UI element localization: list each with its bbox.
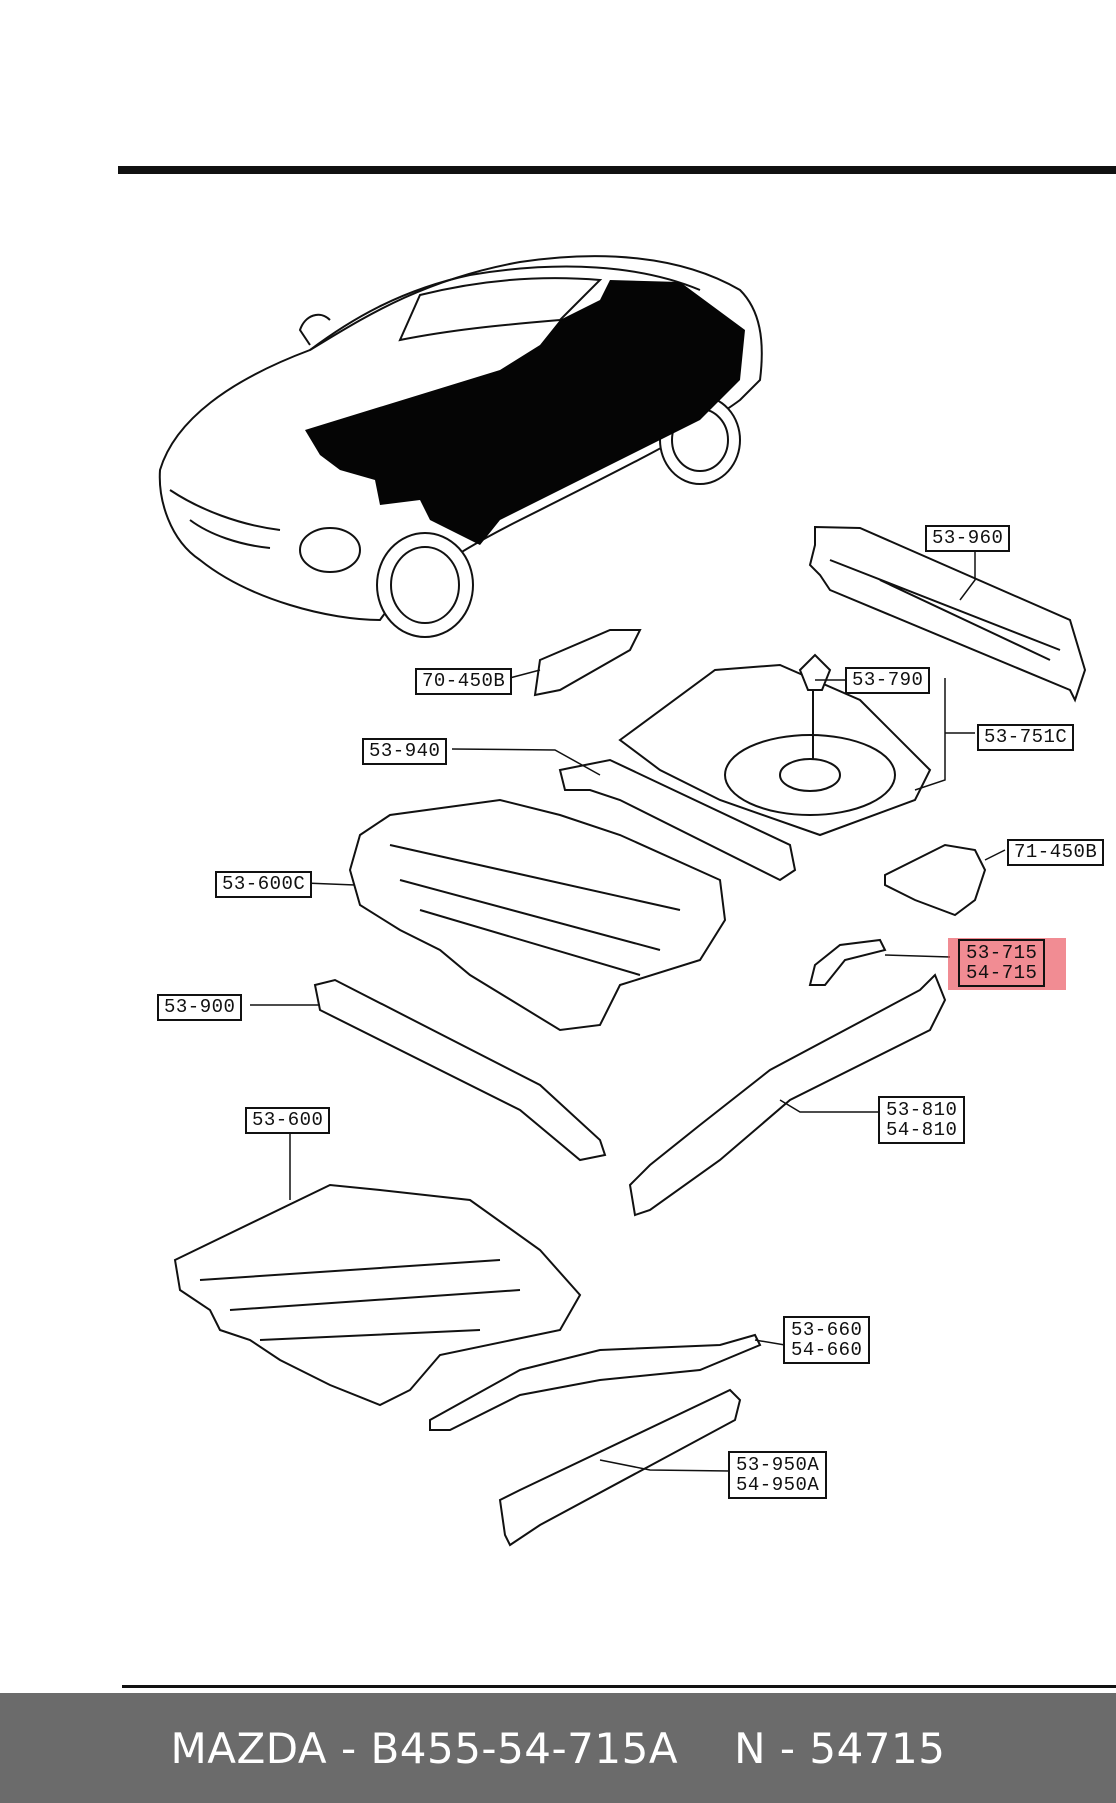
part-53-715 xyxy=(808,938,887,986)
label-53-790[interactable]: 53-790 xyxy=(845,667,931,694)
part-53-660 xyxy=(429,1333,762,1431)
part-53-960 xyxy=(808,525,1087,703)
label-54-950a: 54-950A xyxy=(736,1474,820,1496)
label-53-810-54-810[interactable]: 53-810 54-810 xyxy=(878,1096,966,1144)
label-53-715-54-715[interactable]: 53-715 54-715 xyxy=(958,939,1046,987)
bottom-rule xyxy=(122,1685,1116,1688)
part-53-900 xyxy=(313,978,607,1162)
label-53-751c[interactable]: 53-751C xyxy=(977,724,1075,751)
label-53-900[interactable]: 53-900 xyxy=(157,994,243,1021)
part-53-810 xyxy=(628,973,947,1217)
oem-number: N - 54715 xyxy=(734,1723,946,1773)
label-53-960[interactable]: 53-960 xyxy=(925,525,1011,552)
part-53-600c xyxy=(348,798,727,1032)
leader-lines xyxy=(250,550,1006,1472)
label-53-950a-54-950a[interactable]: 53-950A 54-950A xyxy=(728,1451,828,1499)
label-53-715: 53-715 xyxy=(966,942,1038,964)
target-part-highlight xyxy=(948,938,1066,990)
part-53-751c xyxy=(618,663,932,837)
label-53-810: 53-810 xyxy=(886,1099,958,1121)
label-71-450b[interactable]: 71-450B xyxy=(1007,839,1105,866)
label-53-950a: 53-950A xyxy=(736,1454,820,1476)
label-53-600[interactable]: 53-600 xyxy=(245,1107,331,1134)
top-rule xyxy=(118,166,1116,174)
parts-diagram: 53-960 53-790 53-751C 70-450B 53-940 71-… xyxy=(118,166,1116,1688)
label-53-600c[interactable]: 53-600C xyxy=(215,871,313,898)
label-54-715: 54-715 xyxy=(966,962,1038,984)
label-54-660: 54-660 xyxy=(791,1339,863,1361)
brand-part-number: MAZDA - B455-54-715A xyxy=(170,1723,679,1773)
part-53-950a xyxy=(498,1388,742,1547)
part-info-footer: MAZDA - B455-54-715A N - 54715 xyxy=(0,1693,1116,1803)
part-70-450b xyxy=(533,629,642,697)
label-53-940[interactable]: 53-940 xyxy=(362,738,448,765)
part-53-600 xyxy=(173,1183,582,1407)
label-53-660-54-660[interactable]: 53-660 54-660 xyxy=(783,1316,871,1364)
exploded-view-drawing xyxy=(118,166,1116,1688)
floor-pan-silhouette xyxy=(305,280,745,545)
part-53-940 xyxy=(558,758,797,882)
label-54-810: 54-810 xyxy=(886,1119,958,1141)
part-71-450b xyxy=(884,843,987,917)
label-70-450b[interactable]: 70-450B xyxy=(415,668,513,695)
label-53-660: 53-660 xyxy=(791,1319,863,1341)
